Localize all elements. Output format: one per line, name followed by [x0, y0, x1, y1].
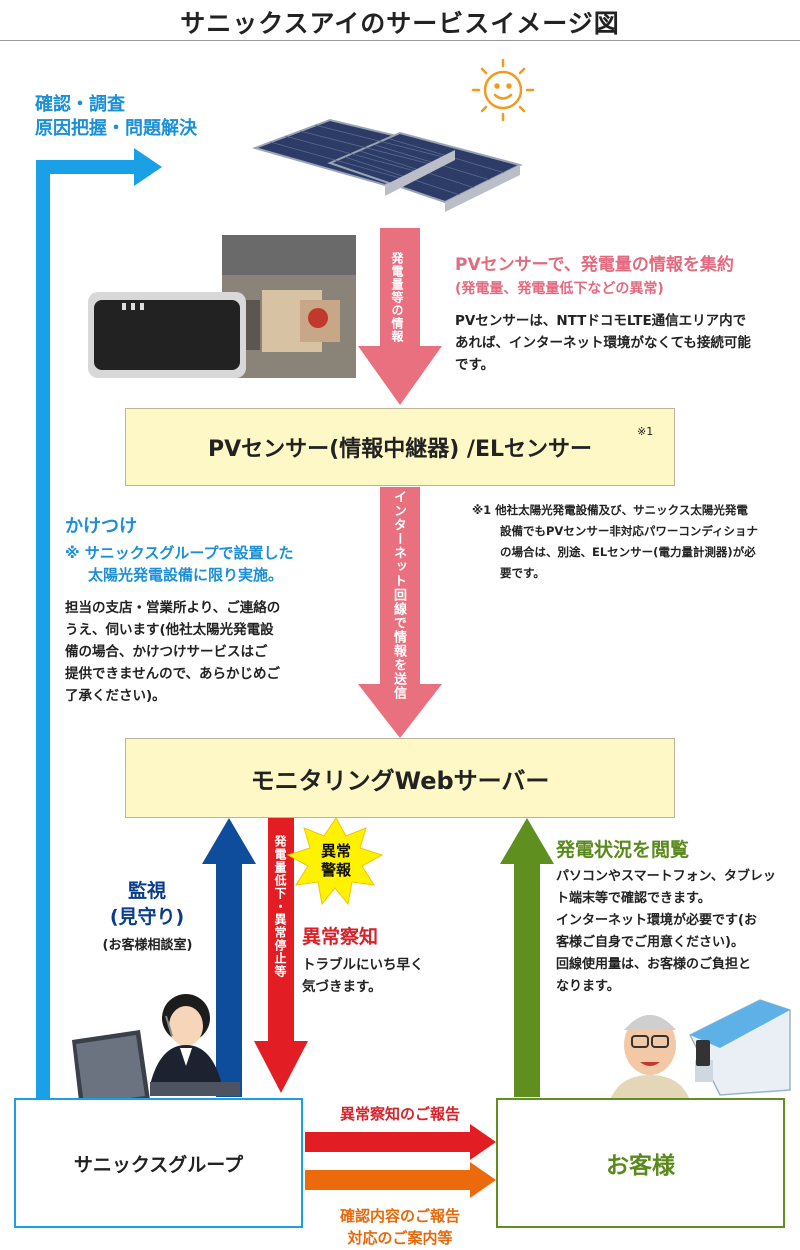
info-arrow-label: 発電量等の情報	[390, 252, 404, 343]
alert-badge: 異常 警報	[312, 842, 360, 880]
customer-box: お客様	[496, 1098, 785, 1228]
pv-body-line1: PVセンサーは、NTTドコモLTE通信エリア内で	[455, 313, 747, 329]
server-label: モニタリングWebサーバー	[250, 766, 550, 795]
sanix-group-label: サニックスグループ	[73, 1153, 244, 1176]
kaketsuke-note: ※ サニックスグループで設置した 太陽光発電設備に限り実施。	[65, 542, 293, 586]
confirm-text: 確認・調査 原因把握・問題解決	[35, 93, 197, 141]
pink-info-arrow	[358, 228, 442, 405]
pv-body-line3: です。	[455, 357, 495, 373]
footnote: ※1 他社太陽光発電設備及び、サニックス太陽光発電 設備でもPVセンサー非対応パ…	[472, 500, 758, 584]
footnote-line1: ※1 他社太陽光発電設備及び、サニックス太陽光発電	[472, 503, 748, 517]
kaketsuke-body-line3: 備の場合、かけつけサービスはご	[65, 644, 268, 660]
anomaly-body: トラブルにいち早く 気づきます。	[302, 954, 424, 998]
report-confirm-label: 確認内容のご報告 対応のご案内等	[300, 1205, 500, 1249]
customer-illustration	[610, 999, 791, 1100]
pv-body: PVセンサーは、NTTドコモLTE通信エリア内で あれば、インターネット環境がな…	[455, 310, 751, 376]
sensor-note-mark: ※1	[637, 425, 654, 438]
report-anomaly-label: 異常察知のご報告	[339, 1105, 460, 1123]
alert-badge-burst	[286, 817, 384, 906]
kaketsuke-note-line2: 太陽光発電設備に限り実施。	[88, 566, 284, 584]
internet-arrow-label: インターネット回線で情報を送信	[391, 490, 406, 700]
monitoring-server-box: モニタリングWebサーバー	[125, 738, 675, 818]
view-body-line2: ト端末等で確認できます。	[556, 891, 711, 906]
sun-icon	[471, 58, 535, 122]
view-body-line5: 回線使用量は、お客様のご負担と	[556, 957, 752, 972]
monitor-arrow	[202, 818, 256, 1097]
report-confirm-line1: 確認内容のご報告	[339, 1207, 460, 1225]
view-body-line3: インターネット環境が必要です(お	[556, 913, 757, 928]
alert-arrow-label: 発電量低下・異常停止等	[273, 835, 287, 978]
kaketsuke-body: 担当の支店・営業所より、ご連絡の うえ、伺います(他社太陽光発電設 備の場合、か…	[65, 597, 280, 707]
view-heading: 発電状況を閲覧	[556, 839, 690, 861]
kaketsuke-body-line5: 了承ください)。	[65, 688, 166, 704]
alert-badge-line2: 警報	[320, 861, 351, 879]
kaketsuke-body-line4: 提供できませんので、あらかじめご	[65, 666, 281, 682]
pv-heading-line2: (発電量、発電量低下などの異常)	[455, 281, 664, 297]
kaketsuke-body-line2: うえ、伺います(他社太陽光発電設	[65, 622, 274, 638]
footnote-line3: の場合は、別途、ELセンサー(電力量計測器)が必	[500, 545, 756, 559]
alert-badge-line1: 異常	[320, 842, 351, 860]
confirm-line1: 確認・調査	[35, 94, 125, 115]
kaketsuke-note-line1: ※ サニックスグループで設置した	[65, 544, 294, 562]
report-red-arrow	[305, 1124, 496, 1160]
internet-arrow	[358, 487, 442, 738]
kaketsuke-body-line1: 担当の支店・営業所より、ご連絡の	[65, 600, 281, 616]
report-orange-arrow	[305, 1162, 496, 1198]
blue-confirm-arrow	[36, 148, 162, 1100]
watch-heading: 監視 (見守り)	[92, 878, 202, 930]
operator-illustration	[72, 994, 240, 1125]
pv-heading-line1: PVセンサーで、発電量の情報を集約	[455, 255, 734, 275]
pv-sensor-device-image	[88, 292, 246, 378]
view-body-line1: パソコンやスマートフォン、タブレッ	[556, 869, 776, 884]
view-body: パソコンやスマートフォン、タブレッ ト端末等で確認できます。 インターネット環境…	[556, 866, 776, 998]
pv-sensor-label: PVセンサー(情報中継器) /ELセンサー	[207, 437, 592, 462]
view-body-line6: なります。	[556, 979, 620, 994]
customer-label: お客様	[606, 1153, 675, 1179]
pv-body-line2: あれば、インターネット環境がなくても接続可能	[455, 335, 751, 351]
anomaly-body-line2: 気づきます。	[302, 979, 382, 995]
anomaly-heading: 異常察知	[302, 926, 379, 948]
watch-line2: (見守り)	[109, 906, 185, 928]
kaketsuke-heading: かけつけ	[65, 516, 137, 537]
title-divider	[0, 40, 800, 41]
watch-line1: 監視	[127, 880, 166, 902]
footnote-line4: 要です。	[500, 566, 545, 580]
footnote-line2: 設備でもPVセンサー非対応パワーコンディショナ	[500, 524, 759, 538]
page-title: サニックスアイのサービスイメージ図	[180, 9, 620, 38]
sanix-group-box: サニックスグループ	[14, 1098, 303, 1228]
solar-panel-image	[251, 118, 523, 212]
pv-sensor-box: PVセンサー(情報中継器) /ELセンサー	[125, 408, 675, 486]
view-body-line4: 客様ご自身でご用意ください)。	[556, 935, 744, 950]
confirm-line2: 原因把握・問題解決	[35, 118, 197, 139]
view-arrow	[500, 818, 554, 1097]
pv-heading: PVセンサーで、発電量の情報を集約 (発電量、発電量低下などの異常)	[455, 253, 734, 301]
report-confirm-line2: 対応のご案内等	[347, 1229, 453, 1247]
watch-sub: (お客様相談室)	[102, 938, 193, 953]
anomaly-body-line1: トラブルにいち早く	[302, 957, 424, 973]
